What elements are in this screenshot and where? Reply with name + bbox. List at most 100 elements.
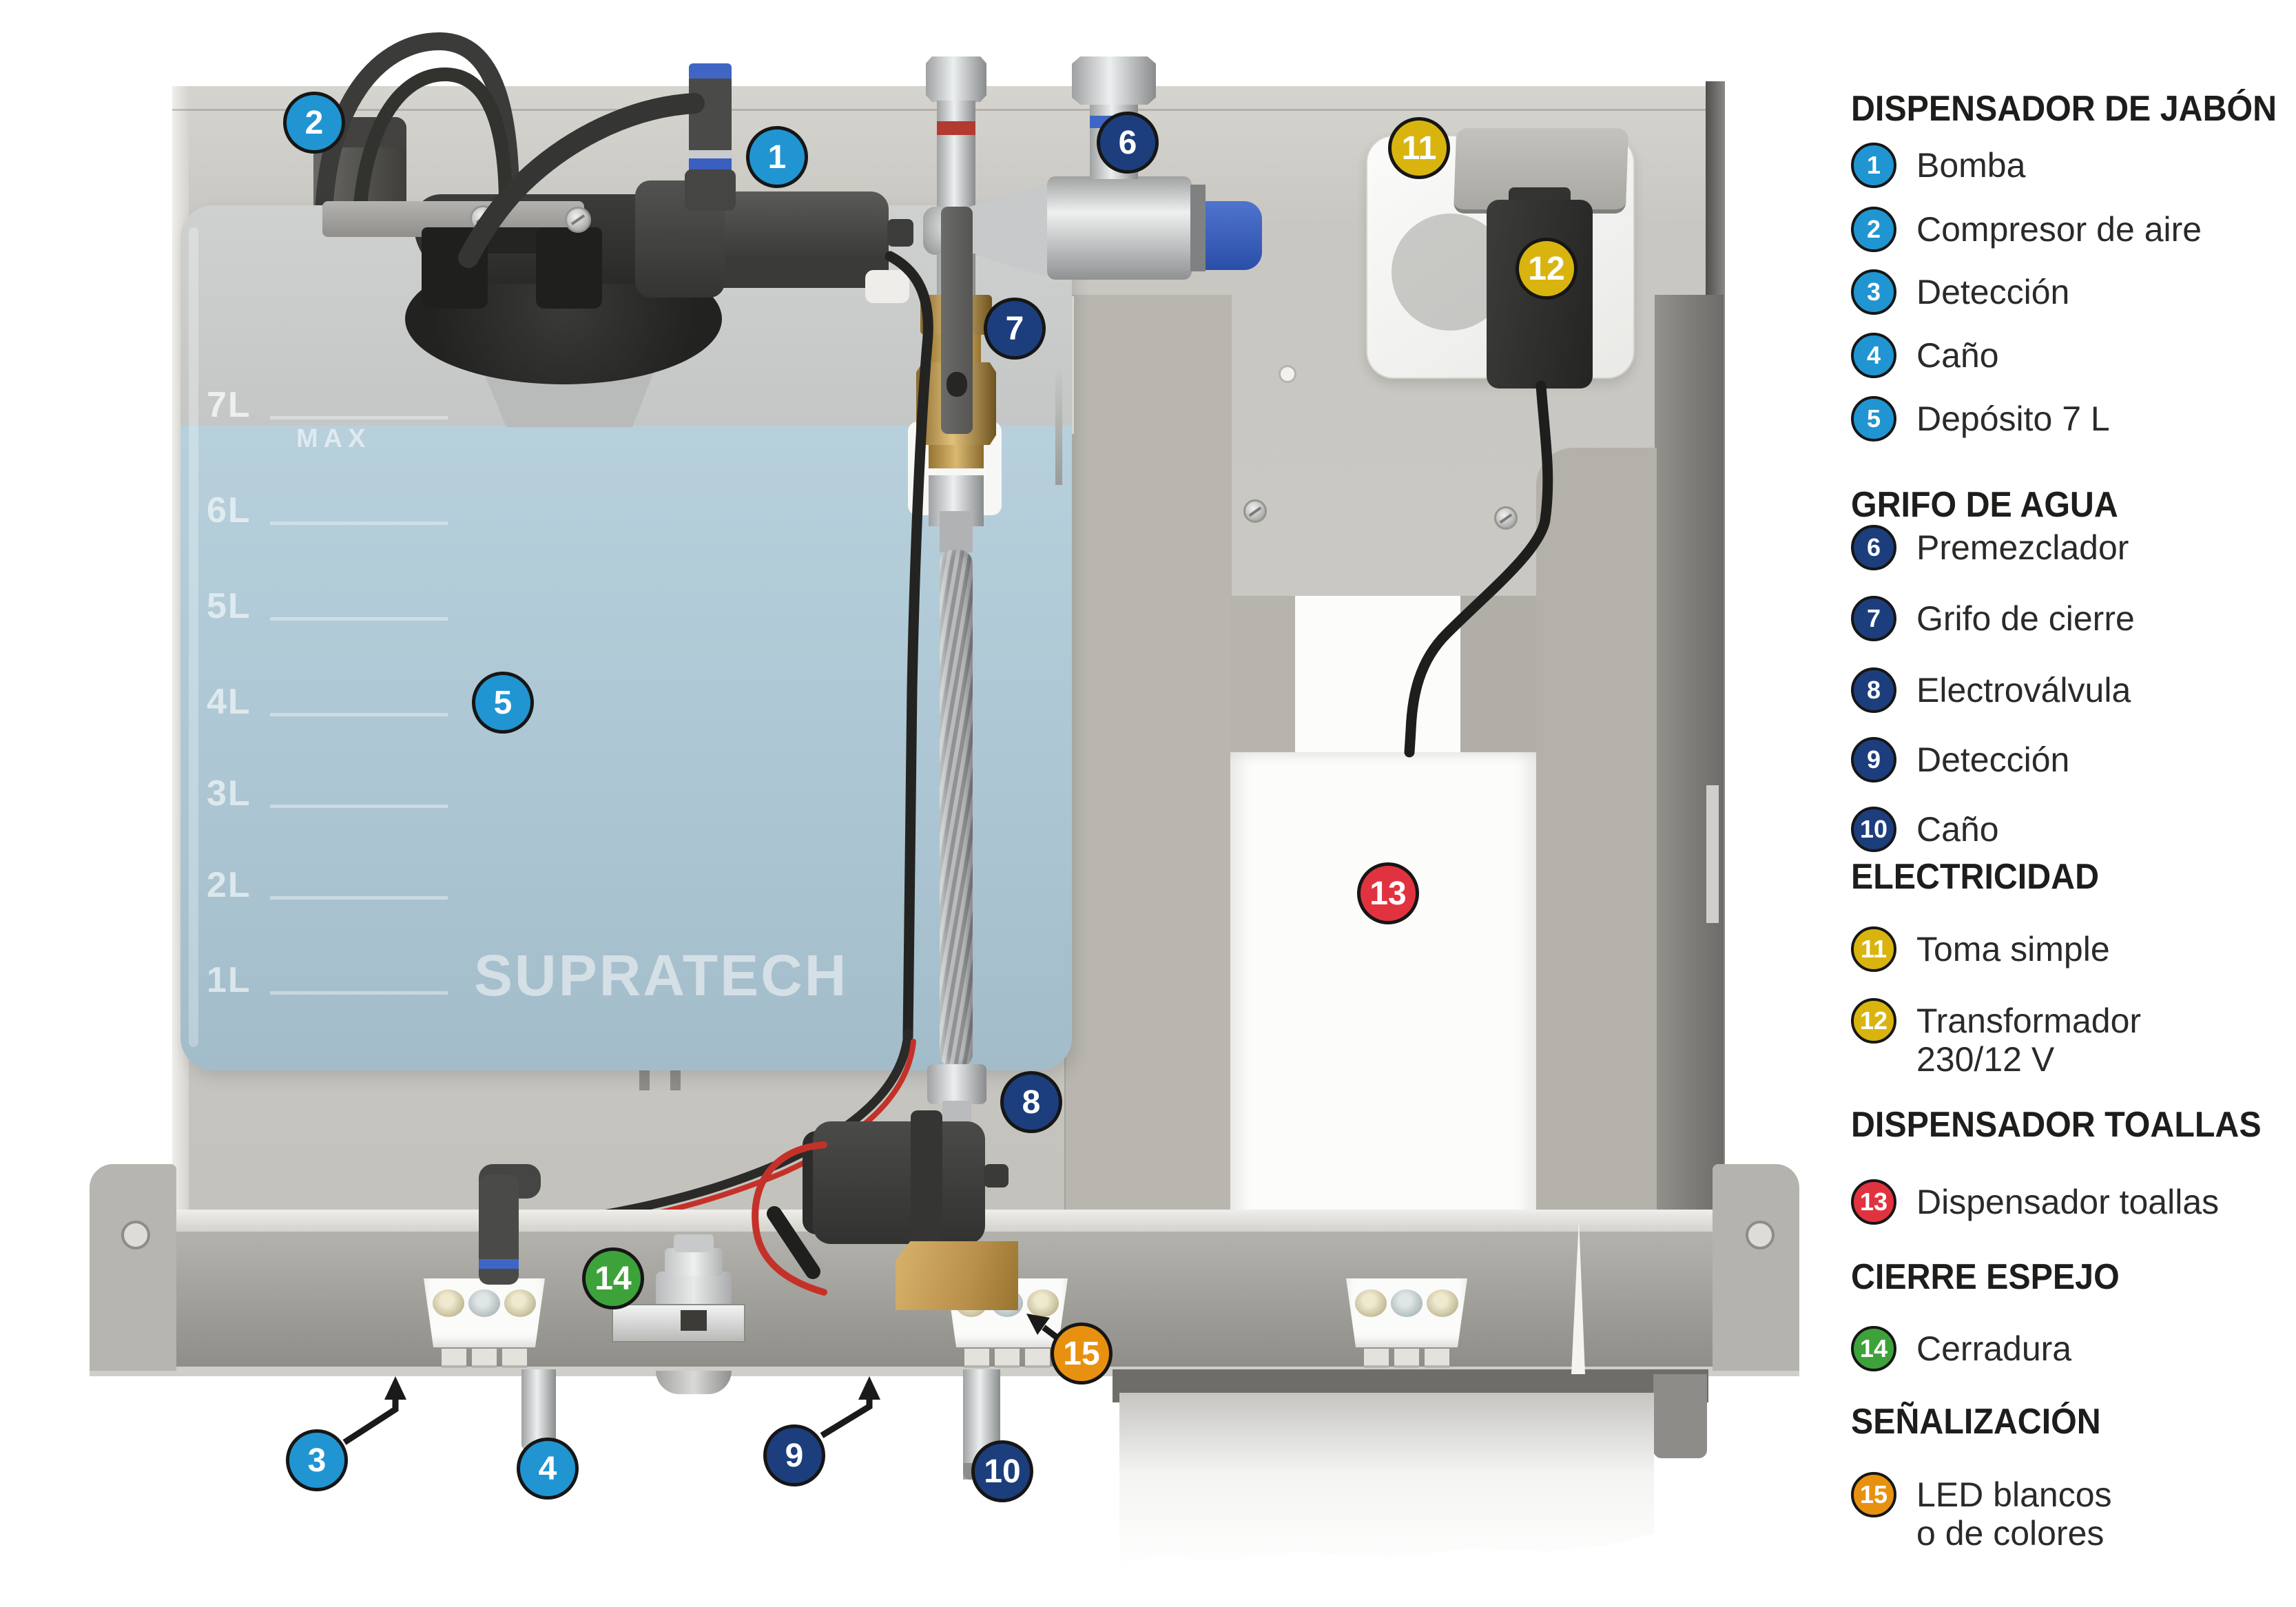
towel-bay-left-bracket — [1064, 295, 1232, 1233]
premixer-ring — [1190, 185, 1206, 271]
legend-section-title-signaling: SEÑALIZACIÓN — [1851, 1402, 2101, 1442]
callout-badge-13: 13 — [1357, 862, 1419, 924]
flex-hose — [940, 550, 973, 1068]
legend-badge-15: 15 — [1851, 1472, 1896, 1517]
soap-pump-white-fitting — [865, 270, 909, 303]
legend-label-11: Toma simple — [1916, 930, 2110, 968]
callout-badge-7: 7 — [984, 298, 1046, 360]
soap-pump-nub — [887, 219, 913, 247]
led-slot — [472, 1349, 497, 1368]
badge-number: 12 — [1528, 250, 1565, 287]
tank-scale-4l: 4L — [207, 682, 251, 722]
cap-clamp-right — [536, 227, 602, 309]
legend-label-8: Electroválvula — [1916, 671, 2131, 709]
tank-scale-5l: 5L — [207, 586, 251, 626]
legend-label-2: Compresor de aire — [1916, 210, 2202, 249]
led — [433, 1289, 464, 1317]
tank-scale-tick — [270, 896, 448, 900]
badge-number: 15 — [1063, 1335, 1100, 1372]
legend-badge-6: 6 — [1851, 525, 1896, 570]
shelf-left-endcap — [90, 1164, 176, 1371]
screw — [1243, 499, 1267, 523]
legend-badge-5: 5 — [1851, 396, 1896, 442]
badge-number: 11 — [1401, 129, 1437, 167]
callout-badge-9: 9 — [763, 1424, 825, 1486]
callout-badge-10: 10 — [971, 1440, 1033, 1502]
brand-logo: SUPRATECH — [474, 943, 849, 1008]
led-slot — [502, 1349, 527, 1368]
shelf-right-endcap — [1713, 1164, 1799, 1371]
legend-badge-13: 13 — [1851, 1179, 1896, 1225]
led-slot — [1394, 1349, 1419, 1368]
legend-label-7: Grifo de cierre — [1916, 599, 2135, 638]
lock-barrel — [656, 1371, 732, 1394]
legend-badge-8: 8 — [1851, 667, 1896, 713]
tank-scale-2l: 2L — [207, 865, 251, 905]
legend-label-14: Cerradura — [1916, 1329, 2072, 1368]
led-slot — [1364, 1349, 1389, 1368]
legend-badge-4: 4 — [1851, 333, 1896, 378]
badge-number: 6 — [1118, 124, 1137, 161]
badge-number: 3 — [307, 1442, 327, 1479]
tank-scale-6l: 6L — [207, 490, 251, 530]
legend-label-5: Depósito 7 L — [1916, 400, 2110, 438]
legend-label-3: Detección — [1916, 273, 2070, 311]
soap-tank-highlight — [189, 227, 198, 1047]
led — [504, 1289, 536, 1317]
shelf-left-hole — [121, 1221, 150, 1250]
towel-bay-right-bracket — [1536, 448, 1657, 1233]
valve-handle — [941, 207, 973, 434]
led-slot — [1025, 1349, 1050, 1368]
callout-arrow-9 — [820, 1396, 873, 1438]
valve-handle-hole — [947, 372, 967, 397]
callout-badge-5: 5 — [472, 672, 534, 734]
badge-number: 7 — [1005, 310, 1024, 347]
legend-section-title-towels: DISPENSADOR TOALLAS — [1851, 1105, 2262, 1145]
legend-label-6: Premezclador — [1916, 528, 2129, 567]
tank-scale-tick — [270, 805, 448, 808]
screw — [470, 205, 496, 231]
legend-badge-3: 3 — [1851, 269, 1896, 315]
led-slot — [995, 1349, 1020, 1368]
lock-plate — [612, 1304, 745, 1342]
lock-keyway — [681, 1310, 707, 1331]
water-pipe-upper — [937, 101, 975, 124]
panel-slot — [639, 1069, 650, 1090]
lock-base — [656, 1272, 732, 1307]
electrovalve-brass-block — [896, 1241, 1018, 1310]
water-pipe-hex-top — [926, 56, 986, 102]
legend-label-10: Caño — [1916, 810, 1999, 849]
legend-section-title-water: GRIFO DE AGUA — [1851, 485, 2118, 525]
led — [1427, 1289, 1458, 1317]
premixer-blue-cap — [1206, 201, 1262, 270]
legend-label-15b: o de colores — [1916, 1514, 2104, 1553]
badge-number: 10 — [984, 1453, 1021, 1490]
legend-section-title-soap: DISPENSADOR DE JABÓN — [1851, 89, 2277, 129]
badge-number: 2 — [304, 104, 324, 141]
legend-badge-11: 11 — [1851, 926, 1896, 972]
tank-scale-7l: 7L — [207, 385, 251, 425]
screw — [1494, 506, 1518, 530]
callout-badge-6: 6 — [1097, 112, 1159, 174]
towel-paper-sheet — [1119, 1393, 1654, 1566]
callout-badge-3: 3 — [286, 1429, 348, 1491]
legend-label-12b: 230/12 V — [1916, 1040, 2055, 1079]
pump-inlet — [685, 169, 736, 211]
tank-scale-3l: 3L — [207, 774, 251, 813]
shelf-right-hole — [1746, 1221, 1775, 1250]
tank-scale-tick — [270, 713, 448, 716]
callout-badge-14: 14 — [582, 1247, 644, 1309]
callout-badge-11: 11 — [1388, 117, 1450, 179]
towel-roll-side — [1653, 1374, 1707, 1458]
legend-label-12: Transformador — [1916, 1002, 2142, 1040]
sensor-rod — [1055, 364, 1062, 485]
led — [1027, 1289, 1059, 1317]
led-slot — [964, 1349, 989, 1368]
callout-badge-4: 4 — [517, 1438, 579, 1500]
callout-badge-2: 2 — [283, 92, 345, 154]
legend-label-15: LED blancos — [1916, 1475, 2112, 1514]
valve-bottom-ring — [929, 445, 984, 468]
badge-number: 13 — [1369, 875, 1407, 912]
water-pipe — [937, 135, 975, 211]
legend-label-13: Dispensador toallas — [1916, 1183, 2220, 1221]
